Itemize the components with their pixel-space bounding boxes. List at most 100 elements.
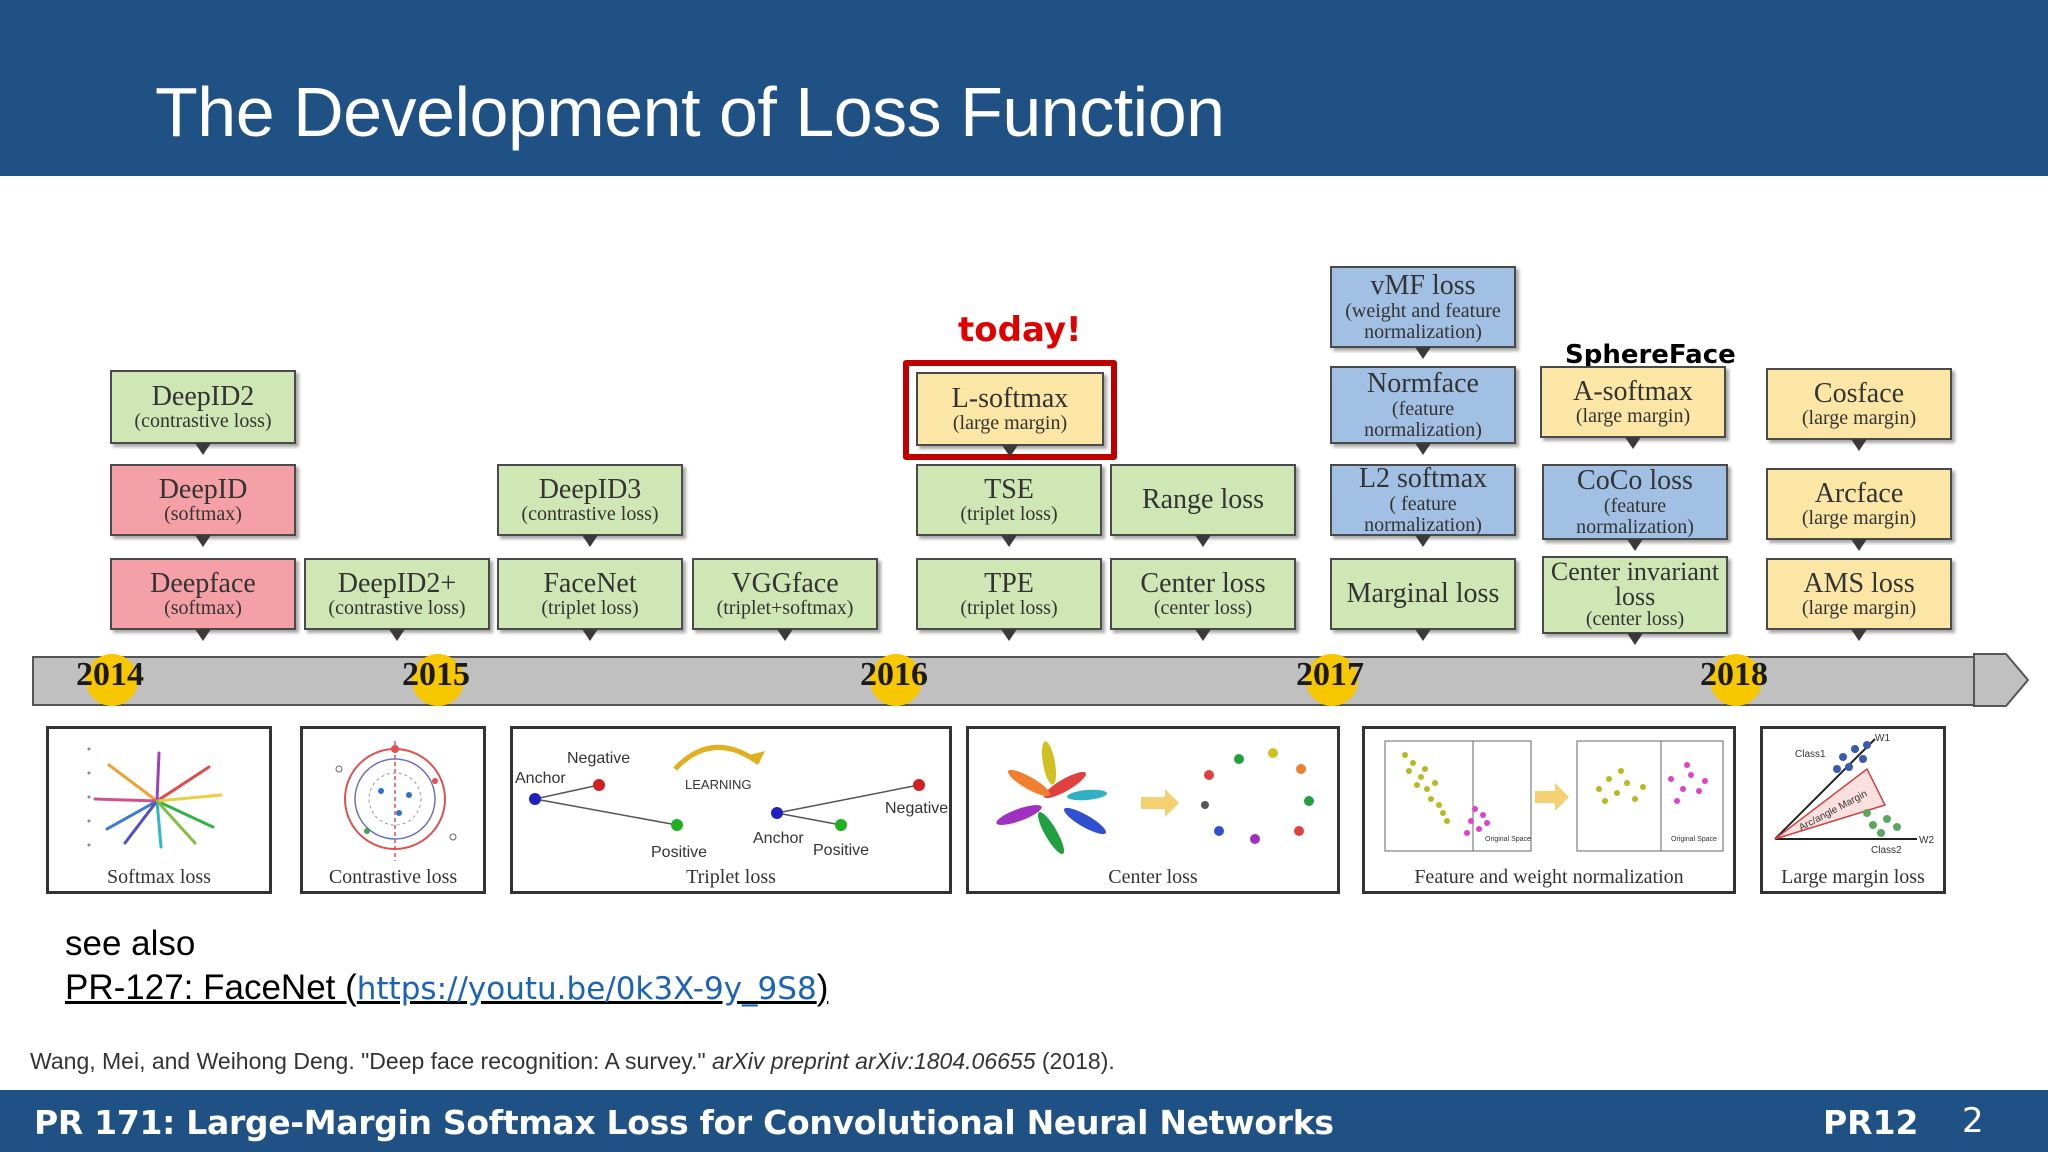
panel-featnorm-caption: Feature and weight normalization: [1414, 866, 1684, 888]
triplet-label-negative-2: Negative: [885, 800, 948, 817]
panel-softmax-caption: Softmax loss: [107, 866, 211, 888]
box-facenet: FaceNet (triplet loss): [497, 558, 683, 641]
box-centerinvariant-title: Center invariant loss: [1550, 556, 1720, 611]
largemargin-w2-label: W2: [1919, 835, 1934, 846]
year-dot-2014: [86, 654, 138, 706]
box-vggface: VGGface (triplet+softmax): [692, 558, 878, 641]
year-dot-2018: [1710, 654, 1762, 706]
box-cosface: Cosface (large margin): [1766, 368, 1952, 451]
box-centerloss-sub: (center loss): [1153, 597, 1253, 620]
page-number: 2: [1962, 1101, 1984, 1141]
box-asoftmax: A-softmax (large margin): [1540, 366, 1726, 449]
box-tpe: TPE (triplet loss): [916, 558, 1102, 641]
panel-contrastive-caption: Contrastive loss: [328, 866, 458, 888]
box-cosface-sub: (large margin): [1801, 407, 1917, 430]
year-label-2014: 2014: [76, 656, 144, 693]
box-lsoftmax-sub: (large margin): [952, 412, 1068, 435]
year-label-2016: 2016: [860, 656, 928, 693]
box-deepid3-sub: (contrastive loss): [521, 503, 659, 526]
year-dot-2017: [1306, 654, 1358, 706]
year-label-2015: 2015: [402, 656, 470, 693]
pr127-link-suffix: ): [816, 968, 829, 1007]
footer-bar: [0, 1090, 2048, 1152]
box-vggface-title: VGGface: [731, 567, 839, 599]
box-tse: TSE (triplet loss): [916, 464, 1102, 547]
box-rangeloss-title: Range loss: [1141, 484, 1265, 516]
box-deepid2-title: DeepID2: [151, 380, 255, 412]
box-asoftmax-title: A-softmax: [1573, 375, 1693, 407]
box-arcface: Arcface (large margin): [1766, 468, 1952, 551]
box-facenet-sub: (triplet loss): [541, 597, 639, 620]
box-deepid-sub: (softmax): [164, 503, 242, 526]
contrastive-illustration: [335, 741, 457, 861]
box-cosface-title: Cosface: [1813, 377, 1905, 409]
box-ams-sub: (large margin): [1801, 597, 1917, 620]
box-marginal: Marginal loss: [1330, 558, 1516, 641]
box-rangeloss: Range loss: [1110, 464, 1296, 547]
sphereface-label: SphereFace: [1565, 340, 1736, 370]
box-vggface-sub: (triplet+softmax): [716, 597, 854, 620]
year-label-2017: 2017: [1296, 656, 1364, 693]
footer-brand: PR12: [1823, 1103, 1919, 1142]
triplet-label-anchor-1: Anchor: [515, 770, 566, 787]
box-centerinvariant-sub: (center loss): [1585, 608, 1685, 631]
softmax-illustration: [87, 747, 223, 849]
panel-largemargin: Arc/angle Margin Class1 Class2 W1 W2 Lar…: [1760, 726, 1946, 894]
box-deepface: Deepface (softmax): [110, 558, 296, 641]
panel-center-caption: Center loss: [1108, 866, 1198, 888]
box-vmf: vMF loss (weight and feature normalizati…: [1330, 266, 1516, 359]
box-centerloss-title: Center loss: [1140, 567, 1266, 599]
box-arcface-title: Arcface: [1814, 477, 1904, 509]
page-title: The Development of Loss Function: [155, 73, 1225, 151]
today-highlight-frame: [903, 360, 1117, 460]
year-label-2018: 2018: [1700, 656, 1768, 693]
timeline-bar: [32, 656, 1978, 706]
triplet-learning-label: LEARNING: [685, 777, 751, 792]
box-arcface-sub: (large margin): [1801, 507, 1917, 530]
box-centerloss: Center loss (center loss): [1110, 558, 1296, 641]
box-deepid2-sub: (contrastive loss): [134, 410, 272, 433]
citation-venue: arXiv preprint arXiv:1804.06655: [712, 1048, 1036, 1074]
see-also-label: see also: [65, 924, 196, 963]
triplet-label-anchor-2: Anchor: [753, 830, 804, 847]
today-label: today!: [958, 310, 1082, 350]
panel-contrastive: Contrastive loss: [300, 726, 486, 894]
box-deepid2: DeepID2 (contrastive loss): [110, 370, 296, 455]
panel-largemargin-caption: Large margin loss: [1781, 866, 1925, 888]
box-deepface-sub: (softmax): [164, 597, 242, 620]
citation: Wang, Mei, and Weihong Deng. "Deep face …: [30, 1048, 1115, 1075]
box-vmf-sub: (weight and feature normalization): [1345, 299, 1501, 343]
box-ams-title: AMS loss: [1803, 567, 1915, 599]
box-l2softmax-title: L2 softmax: [1358, 463, 1488, 495]
featnorm-original-space-1: Original Space: [1485, 836, 1531, 843]
box-vmf-title: vMF loss: [1370, 270, 1476, 302]
box-centerinvariant: Center invariant loss (center loss): [1542, 556, 1728, 645]
footer-title: PR 171: Large-Margin Softmax Loss for Co…: [34, 1103, 1334, 1142]
largemargin-class1-label: Class1: [1795, 749, 1826, 760]
pr127-link-prefix: PR-127: FaceNet (: [65, 968, 357, 1007]
timeline-arrow-icon: [1973, 653, 2030, 707]
triplet-label-negative-1: Negative: [567, 750, 630, 767]
box-tse-title: TSE: [984, 473, 1034, 505]
year-dot-2015: [412, 654, 464, 706]
pr127-url[interactable]: https://youtu.be/0k3X-9y_9S8: [356, 971, 817, 1007]
largemargin-class2-label: Class2: [1871, 845, 1902, 856]
triplet-label-positive-2: Positive: [813, 842, 869, 859]
pr127-link[interactable]: PR-127: FaceNet (https://youtu.be/0k3X-9…: [65, 968, 828, 1008]
box-deepid2plus: DeepID2+ (contrastive loss): [304, 558, 490, 641]
featnorm-original-space-2: Original Space: [1671, 836, 1717, 843]
largemargin-w1-label: W1: [1875, 733, 1890, 744]
panel-triplet: Negative Anchor Positive LEARNING Negati…: [510, 726, 952, 894]
box-tpe-title: TPE: [984, 567, 1034, 599]
panel-softmax: Softmax loss: [46, 726, 272, 894]
box-lsoftmax: L-softmax (large margin): [916, 372, 1104, 457]
year-dot-2016: [870, 654, 922, 706]
citation-year: (2018).: [1035, 1048, 1115, 1074]
citation-authors: Wang, Mei, and Weihong Deng. "Deep face …: [30, 1048, 713, 1074]
box-tse-sub: (triplet loss): [960, 503, 1058, 526]
box-deepid3: DeepID3 (contrastive loss): [497, 464, 683, 547]
box-deepid: DeepID (softmax): [110, 464, 296, 547]
header-bar: [0, 0, 2048, 176]
box-normface-sub: (feature normalization): [1364, 397, 1482, 441]
box-coco-sub: (feature normalization): [1576, 494, 1694, 538]
